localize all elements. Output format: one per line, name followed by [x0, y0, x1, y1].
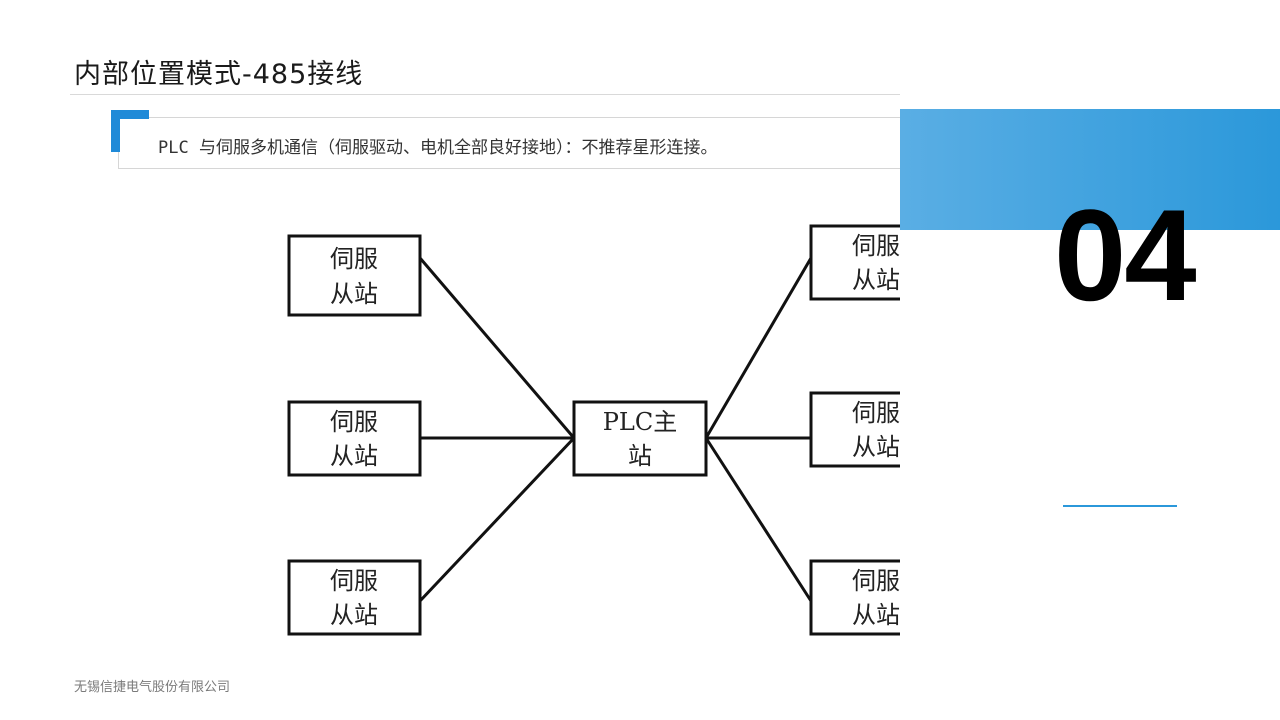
note-text: PLC 与伺服多机通信（伺服驱动、电机全部良好接地）：不推荐星形连接。 — [158, 138, 718, 158]
master-node-label: PLC主 — [603, 408, 677, 436]
star-topology-diagram: 伺服 从站 伺服 从站 伺服 从站 PLC主 站 伺服 从站 伺服 从站 伺服 … — [287, 224, 900, 636]
slide-title: 内部位置模式-485接线 — [74, 59, 364, 90]
connector-right-top — [704, 257, 813, 439]
slave-node-label: 伺服 — [852, 232, 900, 260]
slave-node-left-3: 伺服 从站 — [287, 559, 422, 636]
slave-node-right-3: 伺服 从站 — [809, 559, 900, 636]
slave-node-label: 从站 — [330, 280, 378, 308]
slave-node-left-2: 伺服 从站 — [287, 400, 422, 477]
slave-node-right-2: 伺服 从站 — [809, 391, 900, 468]
connector-right-bottom — [704, 437, 813, 602]
master-node-label: 站 — [628, 442, 652, 470]
slave-node-left-1: 伺服 从站 — [287, 234, 422, 317]
section-blue-band — [900, 109, 1280, 230]
slave-node-label: 从站 — [852, 266, 900, 294]
slave-node-label: 伺服 — [852, 567, 900, 595]
company-name: 无锡信捷电气股份有限公司 — [74, 680, 231, 695]
connector-left-top — [418, 257, 576, 439]
slave-node-label: 从站 — [852, 601, 900, 629]
note-corner-accent — [111, 110, 149, 119]
section-panel: 04 — [900, 0, 1280, 720]
title-divider — [70, 94, 900, 95]
slave-node-label: 从站 — [330, 601, 378, 629]
note-box — [118, 117, 900, 169]
note-corner-accent-vertical — [111, 110, 120, 152]
slave-node-label: 伺服 — [330, 245, 378, 273]
slave-node-label: 伺服 — [852, 399, 900, 427]
master-node: PLC主 站 — [572, 400, 708, 477]
slave-node-label: 从站 — [330, 442, 378, 470]
slave-node-label: 从站 — [852, 433, 900, 461]
connector-left-bottom — [418, 436, 576, 603]
section-number: 04 — [1054, 182, 1197, 328]
slave-node-right-1: 伺服 从站 — [809, 224, 900, 301]
slave-node-label: 伺服 — [330, 408, 378, 436]
section-accent-rule — [1063, 505, 1177, 507]
slave-node-label: 伺服 — [330, 567, 378, 595]
